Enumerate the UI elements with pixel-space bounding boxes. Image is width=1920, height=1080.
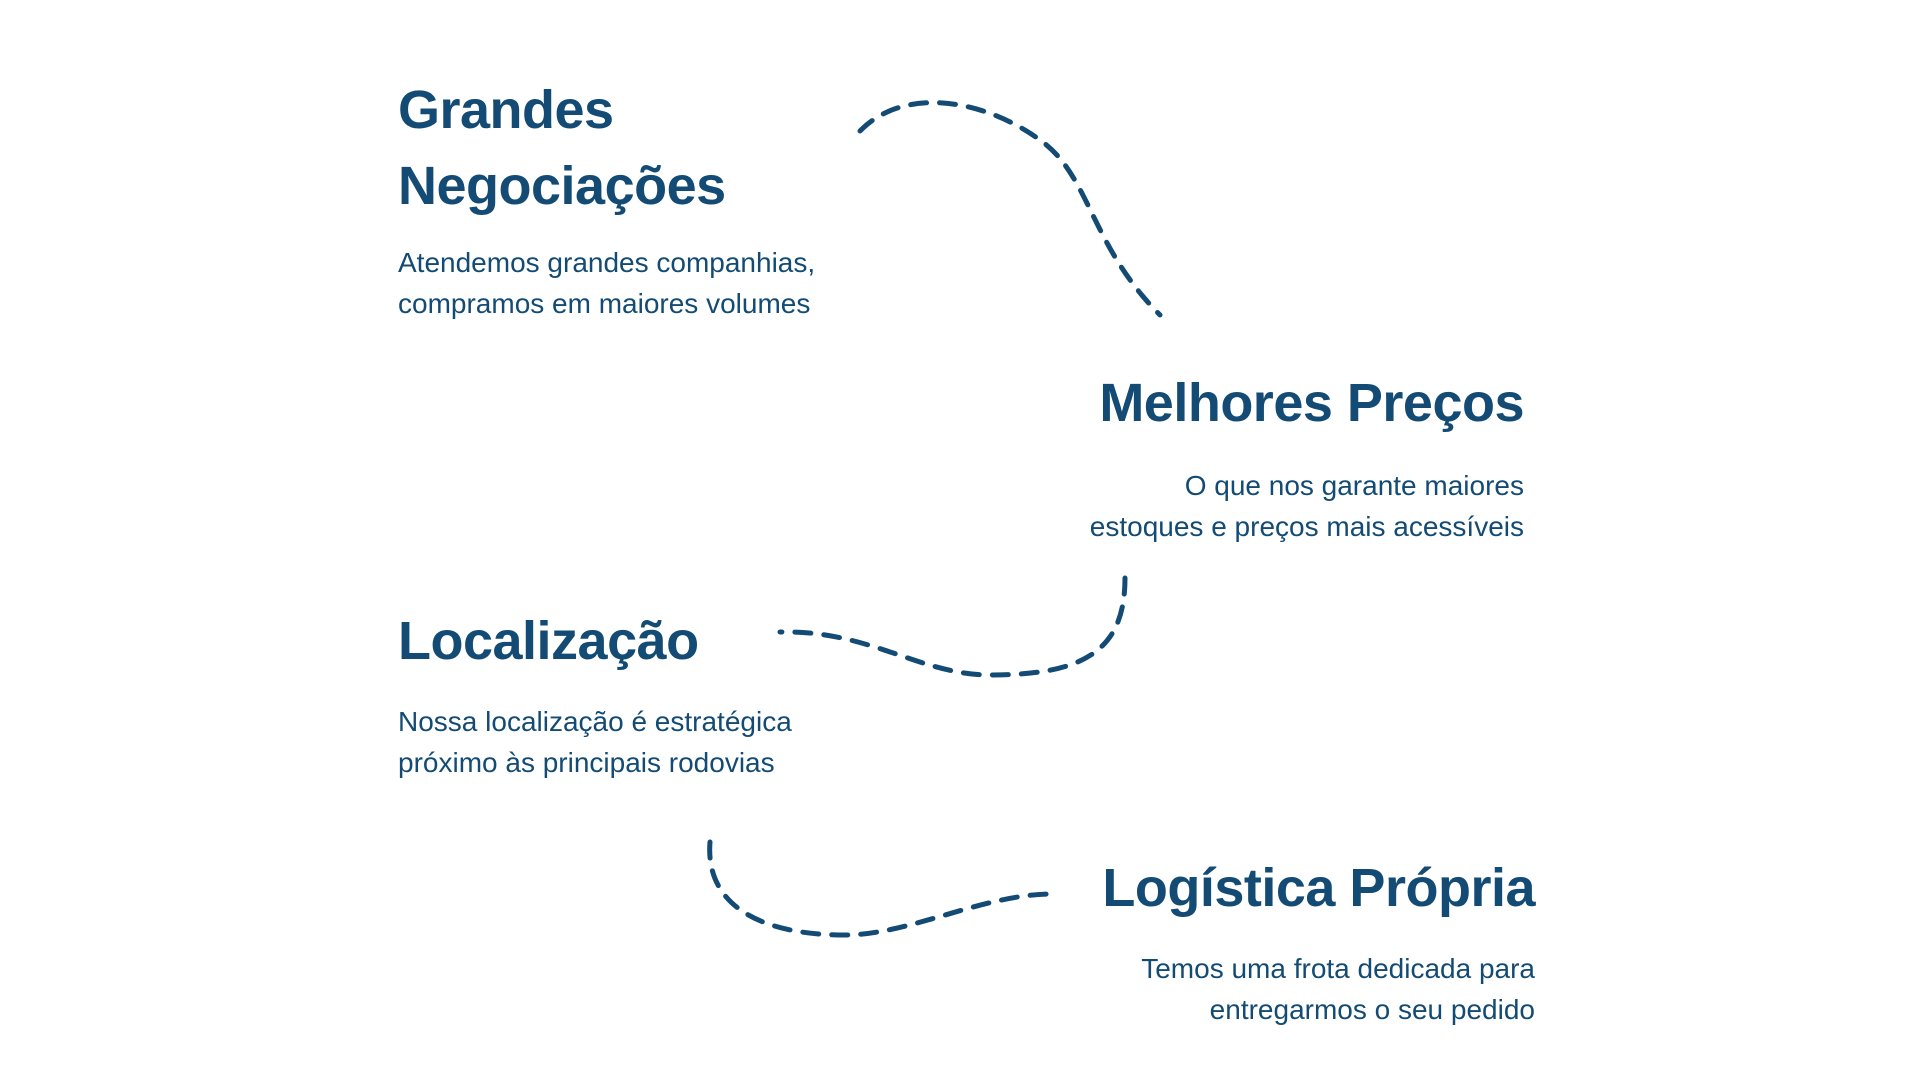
feature-title: Logística Própria: [1102, 858, 1535, 918]
feature-description: Atendemos grandes companhias, compramos …: [398, 242, 958, 324]
feature-description-line: próximo às principais rodovias: [398, 747, 775, 778]
feature-description: Temos uma frota dedicada para entregarmo…: [915, 948, 1535, 1030]
feature-description: Nossa localização é estratégica próximo …: [398, 701, 958, 783]
feature-description-line: Nossa localização é estratégica: [398, 706, 792, 737]
feature-localizacao: Localização Nossa localização é estratég…: [398, 603, 958, 783]
feature-description-line: entregarmos o seu pedido: [1209, 994, 1535, 1025]
feature-description-line: estoques e preços mais acessíveis: [1089, 511, 1524, 542]
feature-description-line: compramos em maiores volumes: [398, 288, 811, 319]
feature-logistica-propria: Logística Própria Temos uma frota dedica…: [915, 850, 1535, 1030]
feature-title: Localização: [398, 611, 699, 671]
feature-description-line: Temos uma frota dedicada para: [1141, 953, 1535, 984]
feature-description-line: O que nos garante maiores: [1184, 470, 1524, 501]
feature-description-line: Atendemos grandes companhias,: [398, 247, 816, 278]
feature-title: Grandes Negociações: [398, 72, 918, 224]
feature-description: O que nos garante maiores estoques e pre…: [904, 465, 1524, 547]
feature-melhores-precos: Melhores Preços O que nos garante maiore…: [904, 365, 1525, 547]
feature-grandes-negociacoes: Grandes Negociações Atendemos grandes co…: [398, 72, 958, 324]
feature-title-line: Negociações: [398, 156, 726, 216]
feature-title-line: Grandes: [398, 80, 614, 140]
feature-title: Melhores Preços: [1099, 373, 1524, 433]
